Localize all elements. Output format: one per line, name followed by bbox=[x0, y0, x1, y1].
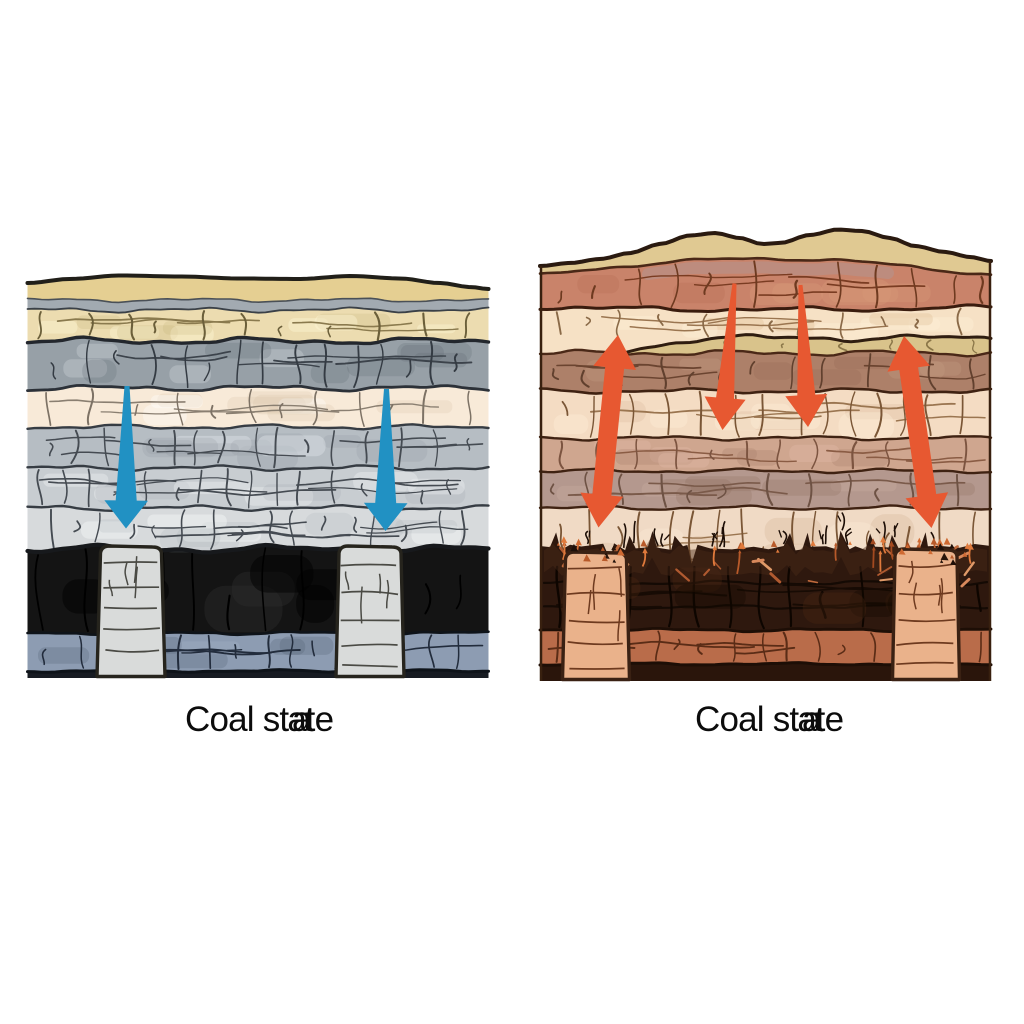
svg-text:Coal staatte: Coal staatte bbox=[185, 700, 333, 739]
svg-text:Coal staatte: Coal staatte bbox=[695, 700, 843, 739]
